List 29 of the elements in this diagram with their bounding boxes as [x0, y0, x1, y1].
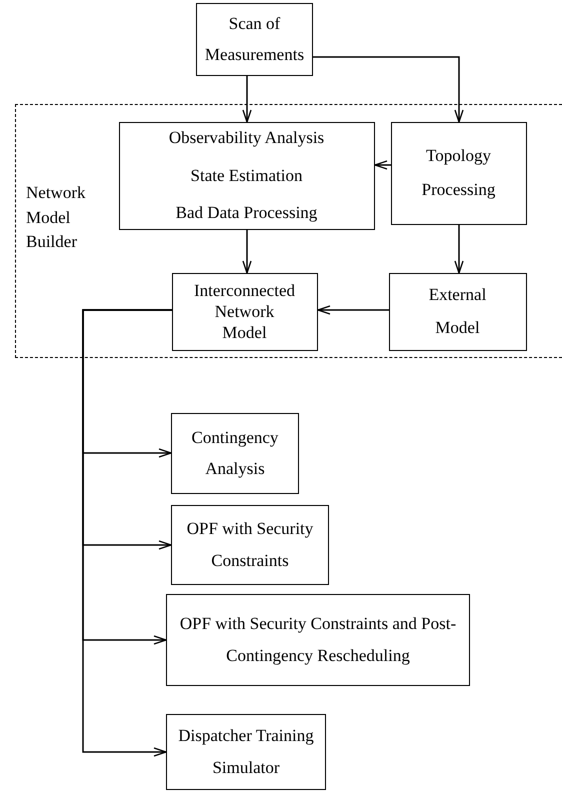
- process-box: [388, 272, 526, 350]
- process-box: [166, 714, 326, 790]
- box-label: OPF with Security Constraints: [186, 518, 314, 572]
- box-label: External Model: [428, 284, 486, 338]
- arrow: [242, 76, 252, 123]
- box-label: Contingency Analysis: [192, 426, 278, 480]
- process-box: [390, 122, 526, 224]
- process-box: [118, 122, 374, 230]
- dashed-group-frame: [15, 104, 562, 358]
- process-box: [196, 3, 313, 76]
- box-label: Bad Data Processing: [176, 202, 318, 224]
- process-box: [166, 594, 470, 686]
- arrow: [454, 225, 464, 274]
- box-label: Topology Processing: [422, 145, 496, 201]
- arrow: [313, 56, 464, 123]
- process-box: [171, 505, 329, 585]
- arrow: [317, 305, 389, 315]
- box-label: Observability Analysis: [168, 127, 324, 150]
- process-box: [172, 272, 318, 350]
- process-box: [171, 413, 299, 494]
- box-label: Dispatcher Training Simulator: [177, 724, 315, 779]
- box-label: State Estimation: [190, 164, 302, 187]
- group-label: Network Model Builder: [26, 182, 86, 254]
- box-label: Scan of Measurements: [204, 12, 306, 66]
- arrow: [374, 160, 391, 170]
- box-label: OPF with Security Constraints and Post-Contingency Rescheduling: [178, 612, 458, 667]
- arrow: [242, 230, 252, 274]
- box-label: Interconnected Network Model: [194, 280, 295, 344]
- arrow: [82, 309, 172, 757]
